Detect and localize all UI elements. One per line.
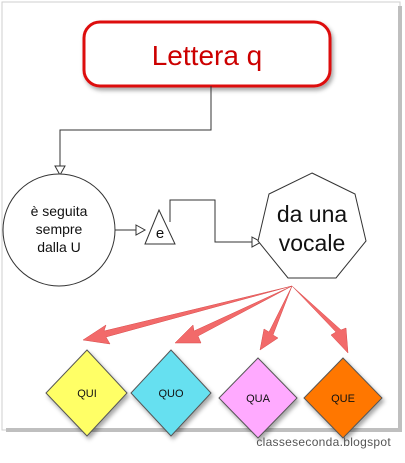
- diamond-que-shape: [303, 357, 383, 439]
- diamond-qua: QUA: [218, 357, 298, 439]
- connector-triangle-heptagon: [169, 199, 254, 243]
- circle-text-line-3: dalla U: [37, 239, 81, 255]
- diamond-que: QUE: [303, 357, 383, 439]
- diamond-que-label: QUE: [331, 393, 355, 405]
- diamond-qui-shape: [45, 349, 128, 437]
- diamond-qui: QUI: [45, 349, 128, 437]
- arrow-to-quo: [174, 285, 293, 344]
- arrow-to-qui: [82, 285, 293, 345]
- diamond-quo-shape: [130, 349, 212, 437]
- title-text: Lettera q: [152, 40, 263, 71]
- triangle-text: e: [156, 225, 164, 242]
- connector-circle-triangle-arrowhead: [135, 224, 147, 236]
- circle-text-line-1: è seguita: [31, 203, 88, 219]
- diamond-qui-label: QUI: [77, 388, 97, 400]
- page-shadow-bottom: [6, 428, 402, 432]
- arrow-group: [82, 285, 349, 354]
- heptagon-text-line-2: vocale: [279, 230, 345, 256]
- heptagon-text-line-1: da una: [277, 201, 348, 227]
- page-shadow-right: [398, 6, 402, 432]
- diamond-quo: QUO: [130, 349, 212, 437]
- credit-text: classeseconda.blogspot: [256, 435, 391, 449]
- arrow-to-que: [291, 285, 349, 354]
- diamond-qua-label: QUA: [246, 393, 271, 405]
- diamond-quo-label: QUO: [158, 388, 184, 400]
- circle-text-line-2: sempre: [36, 221, 83, 237]
- connector-triangle-heptagon-arrowhead: [251, 236, 263, 248]
- diamond-qua-shape: [218, 357, 298, 439]
- heptagon-node: [257, 172, 367, 279]
- connector-title-circle: [59, 86, 212, 170]
- arrow-to-qua: [259, 285, 293, 351]
- triangle-node: [144, 208, 176, 245]
- connector-title-circle-arrowhead: [54, 165, 66, 177]
- title-box: [82, 20, 332, 88]
